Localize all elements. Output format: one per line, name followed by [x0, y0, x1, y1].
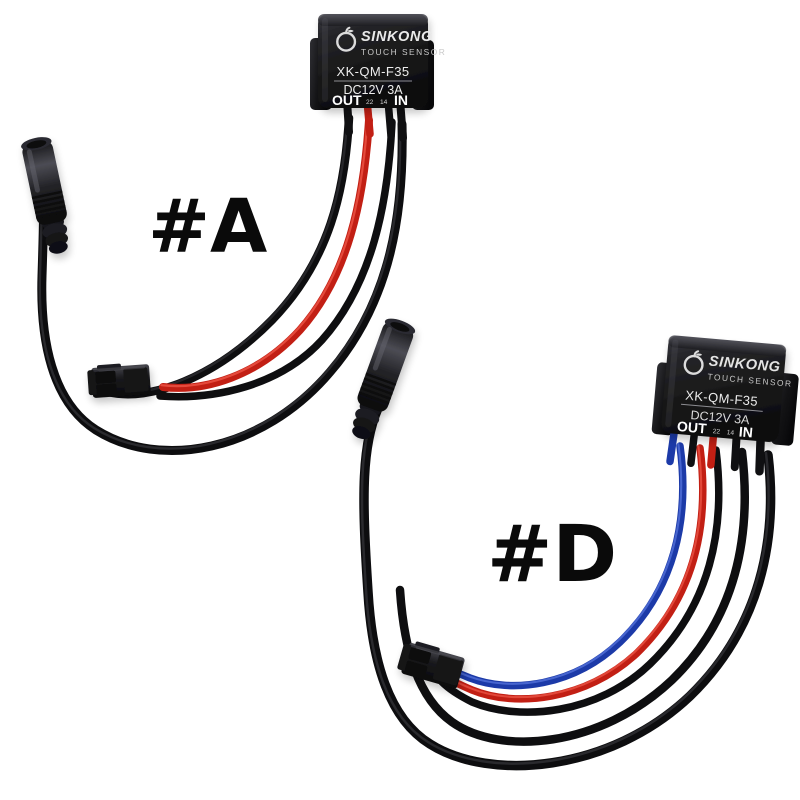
dc-jack-a — [21, 137, 69, 254]
wire-red-a-highlight — [160, 117, 369, 388]
variant-label-d: #D — [487, 510, 618, 600]
wire-blue-d — [440, 442, 687, 690]
module-d-pin-right: 14 — [726, 429, 734, 437]
brand-logo-icon-d — [683, 350, 704, 375]
module-d-rating: DC12V 3A — [690, 408, 751, 427]
module-a-port-in: IN — [394, 92, 408, 108]
module-a-rating: DC12V 3A — [343, 83, 403, 97]
module-d-pin-left: 22 — [712, 428, 720, 436]
module-a-brand: SINKONG — [361, 29, 433, 45]
module-a-pin-left: 22 — [366, 99, 374, 106]
wire-red-a — [159, 116, 373, 392]
assembly-a: SINKONG TOUCH SENSOR XK-QM-F35 DC12V 3A … — [21, 14, 446, 456]
module-d-model: XK-QM-F35 — [685, 388, 759, 409]
wire-black-d-outer-highlight — [360, 396, 770, 765]
module-a: SINKONG TOUCH SENSOR XK-QM-F35 DC12V 3A … — [310, 14, 446, 142]
module-a-port-out: OUT — [332, 92, 362, 108]
jst-connector-d — [397, 641, 465, 689]
module-d-brand: SINKONG — [708, 353, 781, 375]
module-d-port-out: OUT — [676, 418, 707, 437]
module-a-pin-right: 14 — [380, 99, 388, 106]
wire-black-a-1-highlight — [105, 115, 349, 394]
wire-black-a-1 — [103, 113, 354, 399]
brand-logo-icon-a — [336, 26, 357, 52]
wire-black-a-2 — [156, 118, 396, 401]
module-a-body — [318, 14, 428, 108]
wire-bundle-a — [37, 113, 407, 456]
module-d-body — [661, 335, 786, 442]
module-d: SINKONG TOUCH SENSOR XK-QM-F35 DC12V 3A … — [651, 335, 799, 476]
wire-black-a-3 — [37, 119, 407, 456]
module-a-subtitle: TOUCH SENSOR — [361, 47, 446, 57]
wire-black-d-jst — [438, 446, 723, 716]
variant-label-a: #A — [148, 184, 268, 270]
wire-red-d-highlight — [441, 445, 703, 699]
module-a-model: XK-QM-F35 — [337, 64, 410, 79]
dc-jack-d — [352, 318, 416, 440]
module-d-port-in: IN — [738, 423, 753, 440]
assembly-d: SINKONG TOUCH SENSOR XK-QM-F35 DC12V 3A … — [352, 318, 799, 771]
jst-connector-a — [87, 363, 151, 398]
wire-black-d-inner — [395, 447, 749, 746]
wire-black-a-3-highlight — [38, 120, 402, 450]
module-d-divider — [680, 403, 763, 412]
